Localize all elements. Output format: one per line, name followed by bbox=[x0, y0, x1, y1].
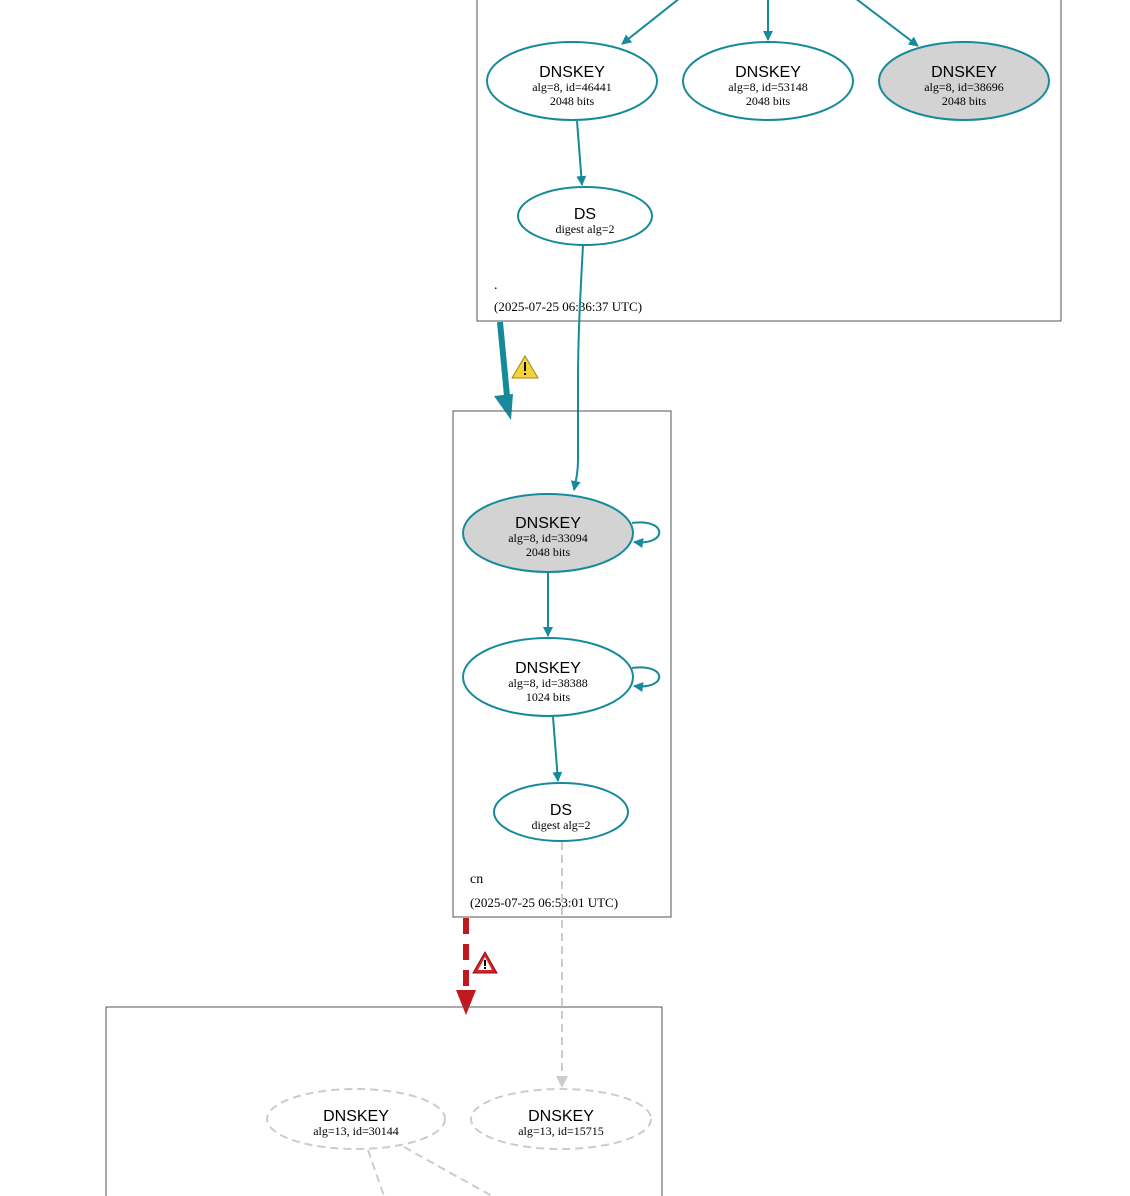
edge-30144-out-2 bbox=[403, 1146, 493, 1196]
zone-root-timestamp: (2025-07-25 06:36:37 UTC) bbox=[494, 299, 642, 314]
node-title: DNSKEY bbox=[515, 515, 581, 532]
delegation-edge bbox=[497, 321, 510, 397]
dnskey-node-30144[interactable]: DNSKEY alg=13, id=30144 bbox=[266, 1088, 446, 1150]
error-icon bbox=[472, 950, 498, 974]
node-alg-id: alg=8, id=46441 bbox=[532, 80, 612, 94]
node-digest: digest alg=2 bbox=[555, 222, 614, 236]
node-alg-id: alg=13, id=15715 bbox=[518, 1124, 604, 1138]
dnskey-node-15715[interactable]: DNSKEY alg=13, id=15715 bbox=[470, 1088, 652, 1150]
edge-30144-out-1 bbox=[367, 1149, 385, 1196]
zone-child bbox=[105, 1006, 663, 1196]
warning-icon bbox=[511, 355, 539, 379]
zone-cn-name: cn bbox=[470, 872, 483, 887]
node-alg-id: alg=8, id=53148 bbox=[728, 80, 808, 94]
delegation-arrowhead bbox=[494, 394, 513, 420]
node-digest: digest alg=2 bbox=[531, 818, 590, 832]
delegation-root-cn bbox=[494, 321, 539, 420]
zone-cn-timestamp: (2025-07-25 06:53:01 UTC) bbox=[470, 895, 618, 910]
self-loop-38388 bbox=[631, 666, 661, 693]
zone-root-box bbox=[476, 0, 1062, 322]
zone-cn-box bbox=[452, 410, 672, 918]
zone-root-name: . bbox=[494, 278, 498, 293]
node-alg-id: alg=8, id=38696 bbox=[924, 80, 1004, 94]
ds-node-root[interactable]: DS digest alg=2 bbox=[517, 186, 653, 246]
root-incoming-edges bbox=[621, 0, 919, 47]
zone-cn: cn (2025-07-25 06:53:01 UTC) bbox=[452, 410, 672, 918]
ds-node-cn[interactable]: DS digest alg=2 bbox=[493, 782, 629, 842]
node-alg-id: alg=8, id=33094 bbox=[508, 531, 588, 545]
delegation-arrowhead bbox=[456, 990, 476, 1015]
dnskey-node-38388[interactable]: DNSKEY alg=8, id=38388 1024 bits bbox=[462, 637, 634, 717]
node-title: DNSKEY bbox=[931, 64, 997, 81]
node-title: DS bbox=[574, 206, 596, 223]
node-alg-id: alg=8, id=38388 bbox=[508, 676, 588, 690]
edge-root-ds-to-33094 bbox=[570, 244, 584, 491]
edge-to-46441 bbox=[621, 0, 680, 45]
edge-to-38696 bbox=[855, 0, 919, 47]
node-bits: 2048 bits bbox=[526, 545, 571, 559]
node-alg-id: alg=13, id=30144 bbox=[313, 1124, 399, 1138]
edge-38388-to-cn-ds bbox=[552, 716, 563, 782]
node-title: DNSKEY bbox=[735, 64, 801, 81]
node-title: DNSKEY bbox=[515, 660, 581, 677]
node-bits: 2048 bits bbox=[550, 94, 595, 108]
node-bits: 1024 bits bbox=[526, 690, 571, 704]
node-bits: 2048 bits bbox=[746, 94, 791, 108]
node-title: DS bbox=[550, 802, 572, 819]
zone-child-box bbox=[105, 1006, 663, 1196]
dnskey-node-46441[interactable]: DNSKEY alg=8, id=46441 2048 bits bbox=[486, 41, 658, 121]
node-title: DNSKEY bbox=[539, 64, 605, 81]
node-title: DNSKEY bbox=[528, 1108, 594, 1125]
self-loop-33094 bbox=[631, 521, 661, 549]
node-bits: 2048 bits bbox=[942, 94, 987, 108]
delegation-cn-child bbox=[456, 918, 498, 1015]
node-title: DNSKEY bbox=[323, 1108, 389, 1125]
zone-root: . (2025-07-25 06:36:37 UTC) bbox=[476, 0, 1062, 322]
dnskey-node-33094[interactable]: DNSKEY alg=8, id=33094 2048 bits bbox=[462, 493, 634, 573]
edge-46441-to-root-ds bbox=[576, 120, 587, 186]
dnskey-node-53148[interactable]: DNSKEY alg=8, id=53148 2048 bits bbox=[682, 41, 854, 121]
dnskey-node-38696[interactable]: DNSKEY alg=8, id=38696 2048 bits bbox=[878, 41, 1050, 121]
